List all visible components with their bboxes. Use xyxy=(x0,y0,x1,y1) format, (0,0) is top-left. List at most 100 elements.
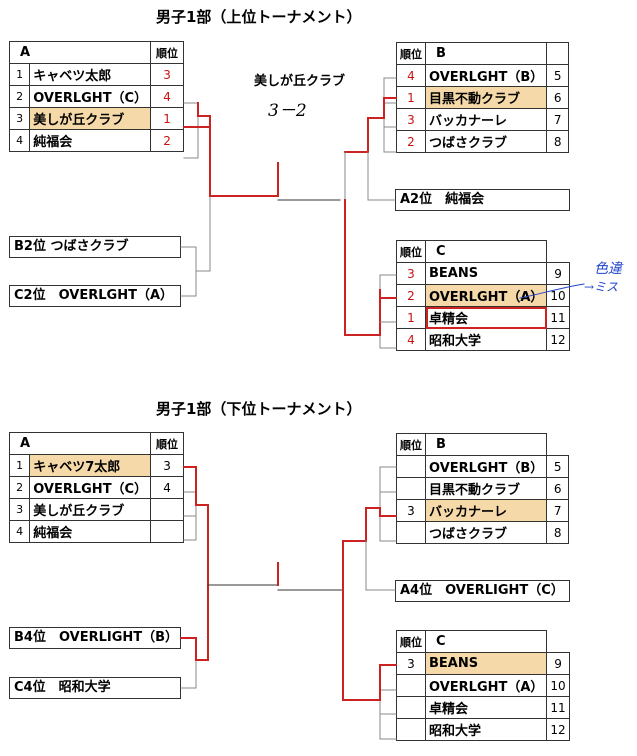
upper-group-a-table: A 順位 1 キャベツ太郎 3 2 OVERLGHT（C） 4 3 美しが丘クラ… xyxy=(8,41,184,152)
table-row: 4 純福会 2 xyxy=(8,129,184,152)
bracket-line xyxy=(344,97,397,153)
team-rank xyxy=(150,520,184,543)
seed-number: 3 xyxy=(8,498,31,521)
team-rank: 2 xyxy=(150,129,184,152)
table-row: 2 OVERLGHT（C） 4 xyxy=(8,85,184,108)
team-name: キャベツ7太郎 xyxy=(29,454,152,477)
team-name: つばさクラブ xyxy=(424,130,548,153)
team-name: 昭和大学 xyxy=(424,328,548,351)
bracket-line xyxy=(180,246,197,297)
team-name: 目黒不動クラブ xyxy=(424,86,548,109)
slot-b4: B4位 OVERLIGHT（B） xyxy=(9,627,181,649)
side-note-2: →ミス xyxy=(584,280,619,294)
seed-number: 6 xyxy=(546,86,569,109)
slot-b2: B2位 つばさクラブ xyxy=(9,236,181,258)
team-name: 純福会 xyxy=(29,129,152,152)
lower-group-c-table: 順位 C 3 BEANS 9 OVERLGHT（A） 10 卓精会 11 昭和大… xyxy=(396,630,570,741)
table-row: 昭和大学 12 xyxy=(396,718,570,741)
seed-number: 4 xyxy=(8,520,31,543)
bracket-line xyxy=(342,664,397,701)
table-row: つばさクラブ 8 xyxy=(396,521,569,544)
winner-note: 美しが丘クラブ xyxy=(254,74,346,89)
table-row: 3 美しが丘クラブ xyxy=(8,498,184,521)
slot-a2: A2位 純福会 xyxy=(395,189,570,211)
bracket-line xyxy=(379,466,397,542)
team-name: BEANS xyxy=(424,262,548,285)
team-rank: 3 xyxy=(150,454,184,477)
table-row: 4 純福会 xyxy=(8,520,184,543)
team-rank: 2 xyxy=(396,130,426,153)
bracket-line xyxy=(342,507,397,542)
upper-group-b-table: 順位 B 4 OVERLGHT（B） 5 1 目黒不動クラブ 6 3 バッカナー… xyxy=(396,42,569,153)
team-name: OVERLGHT（B） xyxy=(424,64,548,87)
rank-header: 順位 xyxy=(150,41,184,64)
team-name: OVERLGHT（C） xyxy=(29,476,152,499)
team-name: 卓精会 xyxy=(424,696,548,719)
seed-number: 11 xyxy=(546,306,570,329)
table-row: 4 OVERLGHT（B） 5 xyxy=(396,64,569,87)
team-name: 美しが丘クラブ xyxy=(29,498,152,521)
team-name: 美しが丘クラブ xyxy=(29,107,152,130)
table-row: OVERLGHT（A） 10 xyxy=(396,674,570,697)
bracket-line xyxy=(344,289,381,336)
table-row: 2 OVERLGHT（C） 4 xyxy=(8,476,184,499)
team-rank: 3 xyxy=(150,63,184,86)
bracket-line xyxy=(379,689,397,715)
seed-number: 12 xyxy=(546,718,570,741)
table-row: 1 卓精会 11 xyxy=(396,306,570,329)
team-name: 目黒不動クラブ xyxy=(424,477,548,500)
table-row: 4 昭和大学 12 xyxy=(396,328,570,351)
table-row: 1 目黒不動クラブ 6 xyxy=(396,86,569,109)
bracket-line xyxy=(365,540,396,591)
table-row: 3 バッカナーレ 7 xyxy=(396,108,569,131)
team-name: バッカナーレ xyxy=(424,499,548,522)
table-row: 3 BEANS 9 xyxy=(396,262,570,285)
seed-number: 7 xyxy=(546,108,569,131)
seed-number: 1 xyxy=(8,63,31,86)
table-row: 3 バッカナーレ 7 xyxy=(396,499,569,522)
team-name: OVERLGHT（A） xyxy=(424,284,548,307)
table-row: 目黒不動クラブ 6 xyxy=(396,477,569,500)
seed-number: 12 xyxy=(546,328,570,351)
bracket-line xyxy=(383,77,397,153)
seed-number: 8 xyxy=(546,130,569,153)
slot-a4: A4位 OVERLIGHT（C） xyxy=(395,580,570,602)
bracket-line xyxy=(197,102,211,128)
team-rank: 4 xyxy=(150,85,184,108)
table-row: 卓精会 11 xyxy=(396,696,570,719)
table-row: 1 キャベツ7太郎 3 xyxy=(8,454,184,477)
table-row: 3 美しが丘クラブ 1 xyxy=(8,107,184,130)
lower-title: 男子1部（下位トーナメント） xyxy=(156,400,362,418)
bracket-line xyxy=(367,151,396,201)
slot-c2: C2位 OVERLGHT（A） xyxy=(9,285,181,307)
bracket-line xyxy=(183,102,199,159)
bracket-line xyxy=(383,102,397,128)
team-name: 昭和大学 xyxy=(424,718,548,741)
bracket-line xyxy=(183,466,197,541)
bracket-line xyxy=(379,664,397,740)
seed-number: 11 xyxy=(546,696,570,719)
team-name: OVERLGHT（C） xyxy=(29,85,152,108)
upper-group-c-table: 順位 C 3 BEANS 9 2 OVERLGHT（A） 10 1 卓精会 11… xyxy=(396,240,570,351)
lower-group-a-table: A 順位 1 キャベツ7太郎 3 2 OVERLGHT（C） 4 3 美しが丘ク… xyxy=(8,432,184,543)
bracket-line xyxy=(180,637,209,661)
side-note-1: 色違 xyxy=(594,261,622,277)
bracket-line xyxy=(180,637,197,689)
bracket-line xyxy=(183,466,209,506)
seed-number: 4 xyxy=(8,129,31,152)
rank-header: 順位 xyxy=(150,432,184,455)
bracket-line xyxy=(519,283,585,299)
bracket-line xyxy=(183,491,197,517)
rank-header: 順位 xyxy=(396,42,426,65)
score-note: 3－2 xyxy=(268,101,307,121)
lower-group-b-table: 順位 B OVERLGHT（B） 5 目黒不動クラブ 6 3 バッカナーレ 7 … xyxy=(396,433,569,544)
bracket-line xyxy=(379,274,397,349)
seed-number: 10 xyxy=(546,284,570,307)
seed-number: 8 xyxy=(546,521,569,544)
team-name: 卓精会 xyxy=(424,306,548,329)
upper-title: 男子1部（上位トーナメント） xyxy=(156,8,362,26)
team-name: 純福会 xyxy=(29,520,152,543)
slot-c4: C4位 昭和大学 xyxy=(9,677,181,699)
team-name: つばさクラブ xyxy=(424,521,548,544)
